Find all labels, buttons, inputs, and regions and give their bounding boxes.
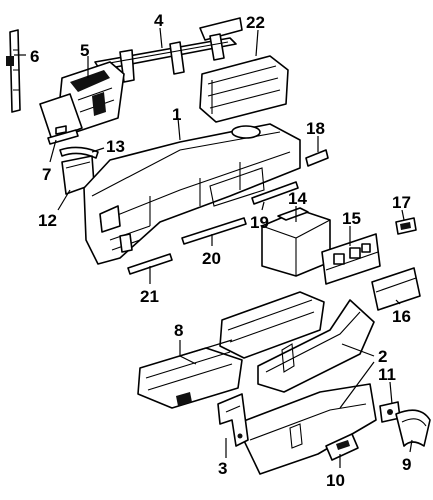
part-13-trim-strip bbox=[59, 146, 99, 159]
callout-14: 14 bbox=[288, 189, 307, 208]
leader-4 bbox=[159, 27, 163, 49]
callout-8: 8 bbox=[174, 321, 183, 340]
callout-1: 1 bbox=[172, 105, 181, 124]
leader-8b bbox=[179, 355, 197, 365]
part-5-duct-assembly bbox=[39, 61, 125, 141]
callout-13: 13 bbox=[106, 137, 125, 156]
leader-22 bbox=[255, 29, 259, 57]
part-8-lower-panel bbox=[137, 291, 325, 409]
leader-1 bbox=[177, 117, 181, 141]
leader-11 bbox=[389, 381, 393, 405]
callout-7: 7 bbox=[42, 165, 51, 184]
callout-3: 3 bbox=[218, 459, 227, 478]
part-3-bracket bbox=[217, 393, 249, 447]
leader-7 bbox=[49, 139, 57, 163]
callout-11: 11 bbox=[378, 365, 396, 384]
callout-numbers: 1 2 3 4 5 6 7 8 9 10 11 12 13 14 15 16 1… bbox=[30, 11, 411, 490]
part-17-block bbox=[395, 217, 417, 235]
part-19-trim-strip bbox=[251, 181, 299, 205]
leader-17 bbox=[401, 209, 405, 221]
callout-5: 5 bbox=[80, 41, 89, 60]
callout-6: 6 bbox=[30, 47, 39, 66]
callout-21: 21 bbox=[140, 287, 159, 306]
callout-17: 17 bbox=[392, 193, 411, 212]
part-22-glove-door bbox=[199, 55, 289, 123]
leader-2b bbox=[339, 361, 375, 409]
leader-19 bbox=[261, 201, 265, 211]
part-9-column-cover bbox=[395, 409, 431, 447]
part-20-trim-strip bbox=[181, 217, 247, 245]
part-16-panel bbox=[371, 267, 421, 311]
callout-16: 16 bbox=[392, 307, 411, 326]
callout-10: 10 bbox=[326, 471, 345, 490]
part-15-bezel bbox=[321, 233, 381, 285]
part-6-bracket bbox=[6, 29, 21, 113]
callout-19: 19 bbox=[250, 213, 269, 232]
callout-4: 4 bbox=[154, 11, 164, 30]
part-21-trim-strip bbox=[127, 253, 173, 275]
callout-22: 22 bbox=[246, 13, 265, 32]
callout-2: 2 bbox=[378, 347, 387, 366]
leader-lines bbox=[14, 27, 413, 468]
callout-15: 15 bbox=[342, 209, 361, 228]
leader-13 bbox=[91, 147, 105, 153]
callout-9: 9 bbox=[402, 455, 411, 474]
part-18-switch bbox=[305, 149, 329, 167]
leader-9 bbox=[409, 439, 413, 453]
callout-18: 18 bbox=[306, 119, 325, 138]
callout-12: 12 bbox=[38, 211, 57, 230]
callout-20: 20 bbox=[202, 249, 221, 268]
leader-2 bbox=[341, 343, 375, 357]
part-10-switch-plate bbox=[325, 433, 359, 461]
leader-16 bbox=[395, 299, 401, 305]
part-1-instrument-panel bbox=[83, 123, 301, 265]
leader-12 bbox=[57, 189, 71, 211]
